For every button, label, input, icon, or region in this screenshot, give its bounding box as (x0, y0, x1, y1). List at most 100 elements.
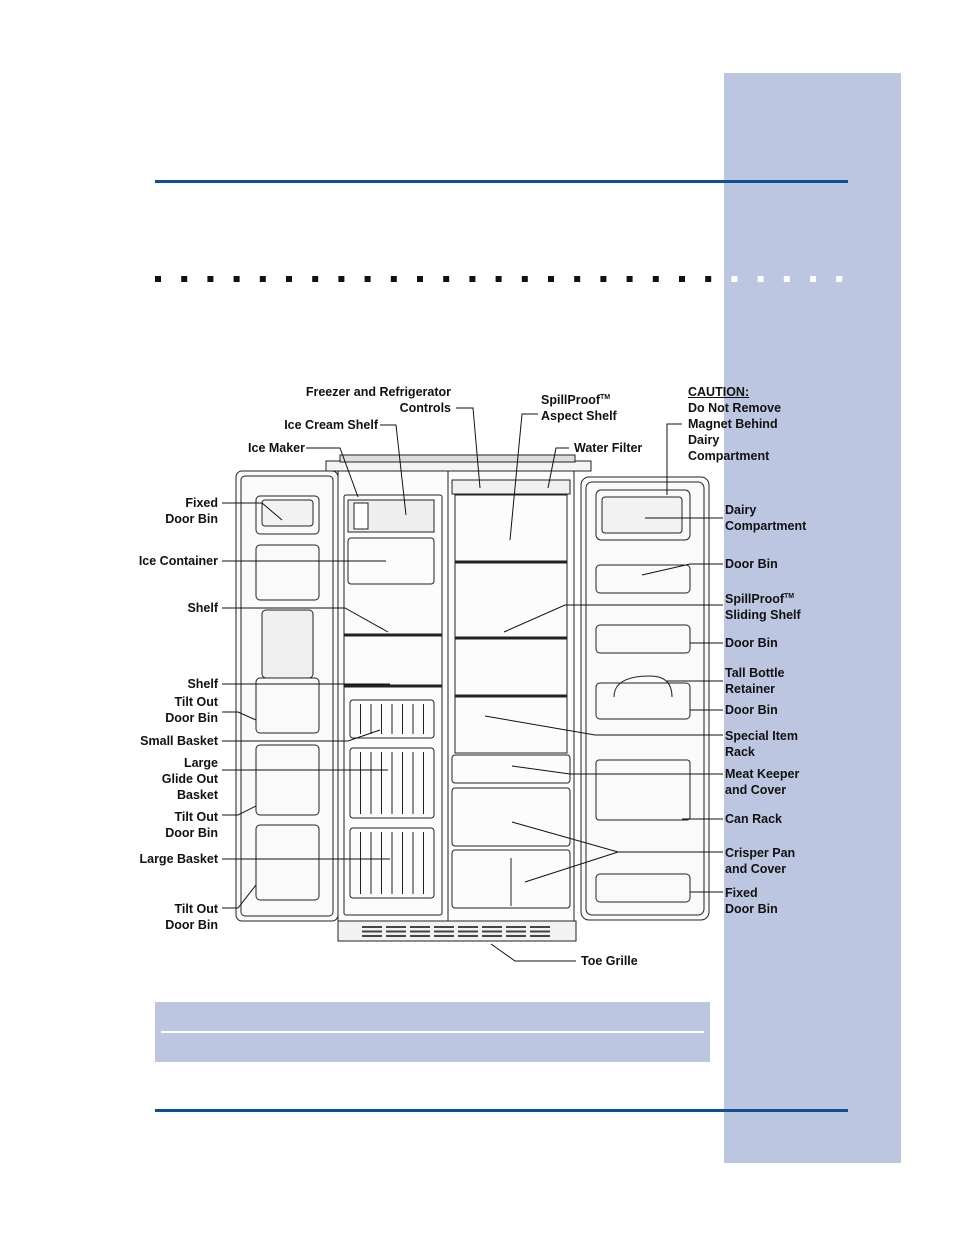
grille-slot (506, 930, 526, 933)
grille-slot (506, 926, 526, 928)
label-fixed-door-bin-left: Fixed Door Bin (165, 495, 218, 527)
label-line: Tall Bottle (725, 666, 785, 680)
grille-slot (458, 935, 478, 937)
caution-heading: CAUTION: (688, 385, 750, 399)
label-water-filter: Water Filter (574, 441, 643, 455)
label-tilt-out-3: Tilt Out Door Bin (165, 901, 218, 933)
label-can-rack: Can Rack (725, 812, 782, 826)
separator-dot (390, 276, 397, 282)
grille-slot (386, 926, 406, 928)
bottom-rule (155, 1109, 848, 1112)
grille-slot (410, 926, 430, 928)
label-line: Door Bin (725, 902, 778, 916)
freezer-basket (349, 747, 435, 819)
label-ice-maker: Ice Maker (248, 441, 305, 455)
separator-dot (600, 276, 607, 282)
grille-slot (530, 935, 550, 937)
grille-slot (362, 935, 382, 937)
label-line: Tilt Out (174, 810, 218, 824)
label-dairy: Dairy Compartment (725, 502, 806, 534)
label-large-glide: Large Glide Out Basket (162, 755, 218, 803)
note-box (155, 1002, 710, 1062)
grille-slot (362, 930, 382, 933)
label-tilt-out-2: Tilt Out Door Bin (165, 809, 218, 841)
label-spillproof-sliding: SpillProofTM Sliding Shelf (725, 589, 801, 623)
trademark: TM (600, 394, 611, 401)
label-shelf-1: Shelf (187, 601, 218, 615)
grille-slot (386, 935, 406, 937)
label-line: Special Item (725, 729, 798, 743)
separator-dot (548, 276, 554, 282)
label-line: Door Bin (165, 826, 218, 840)
grille-slot (458, 930, 478, 933)
label-line: Sliding Shelf (725, 608, 801, 623)
separator-dot (652, 276, 659, 282)
separator-dot (312, 276, 319, 282)
label-line: and Cover (725, 783, 787, 797)
separator-dot (417, 276, 423, 282)
label-line: Dairy (725, 503, 757, 517)
label-line: Fixed (185, 496, 218, 510)
separator-dot (521, 276, 528, 282)
grille-slot (434, 926, 454, 928)
grille-slot (482, 930, 502, 933)
separator-dot (155, 276, 161, 282)
label-line: Door Bin (165, 512, 218, 526)
separator-dot (679, 276, 685, 282)
note-divider (161, 1031, 704, 1033)
separator-dot (233, 276, 240, 282)
separator-dot (207, 276, 214, 282)
label-door-bin-2: Door Bin (725, 636, 778, 650)
separator-dot (810, 276, 816, 282)
grille-slot (410, 935, 430, 937)
dotted-separator (155, 276, 843, 282)
separator-dot (705, 276, 712, 282)
label-shelf-2: Shelf (187, 677, 218, 691)
grille-slot (482, 926, 502, 928)
grille-slot (434, 935, 454, 937)
label-line: Tilt Out (174, 695, 218, 709)
grille-slot (362, 926, 382, 928)
label-line: Meat Keeper (725, 767, 800, 781)
label-line: Glide Out (161, 772, 218, 786)
side-tab (724, 73, 901, 1163)
label-line: Door Bin (165, 711, 218, 725)
label-line: and Cover (725, 862, 787, 876)
label-line: Crisper Pan (725, 846, 796, 860)
grille-slot (530, 926, 550, 928)
label-line: Freezer and Refrigerator (305, 385, 451, 399)
label-line: Fixed (725, 886, 758, 900)
label-line: SpillProof (541, 393, 601, 408)
label-line: Controls (399, 401, 451, 415)
label-line: SpillProof (725, 592, 785, 607)
label-special-item: Special Item Rack (725, 728, 798, 760)
separator-dot (286, 276, 292, 282)
label-line: Compartment (725, 519, 807, 533)
label-small-basket: Small Basket (140, 734, 218, 748)
grille-slot (482, 935, 502, 937)
label-crisper: Crisper Pan and Cover (725, 845, 795, 877)
label-fixed-door-bin-right: Fixed Door Bin (725, 885, 778, 917)
freezer-basket (349, 699, 435, 739)
trademark: TM (784, 593, 795, 600)
separator-dot (469, 276, 476, 282)
separator-dot (574, 276, 581, 282)
separator-dot (443, 276, 450, 282)
separator-dot (731, 276, 738, 282)
separator-dot (181, 276, 188, 282)
separator-dot (338, 276, 345, 282)
freezer-basket (349, 827, 435, 899)
label-line: Magnet Behind (688, 417, 778, 431)
label-line: Tilt Out (174, 902, 218, 916)
separator-dot (495, 276, 502, 282)
separator-dot (757, 276, 764, 282)
label-line: Rack (725, 745, 755, 759)
label-ice-container: Ice Container (138, 554, 218, 568)
separator-dot (626, 276, 633, 282)
label-line: Compartment (688, 449, 770, 463)
separator-dot (259, 276, 266, 282)
label-door-bin-1: Door Bin (725, 557, 778, 571)
grille-slot (530, 930, 550, 933)
label-line: Basket (177, 788, 218, 802)
